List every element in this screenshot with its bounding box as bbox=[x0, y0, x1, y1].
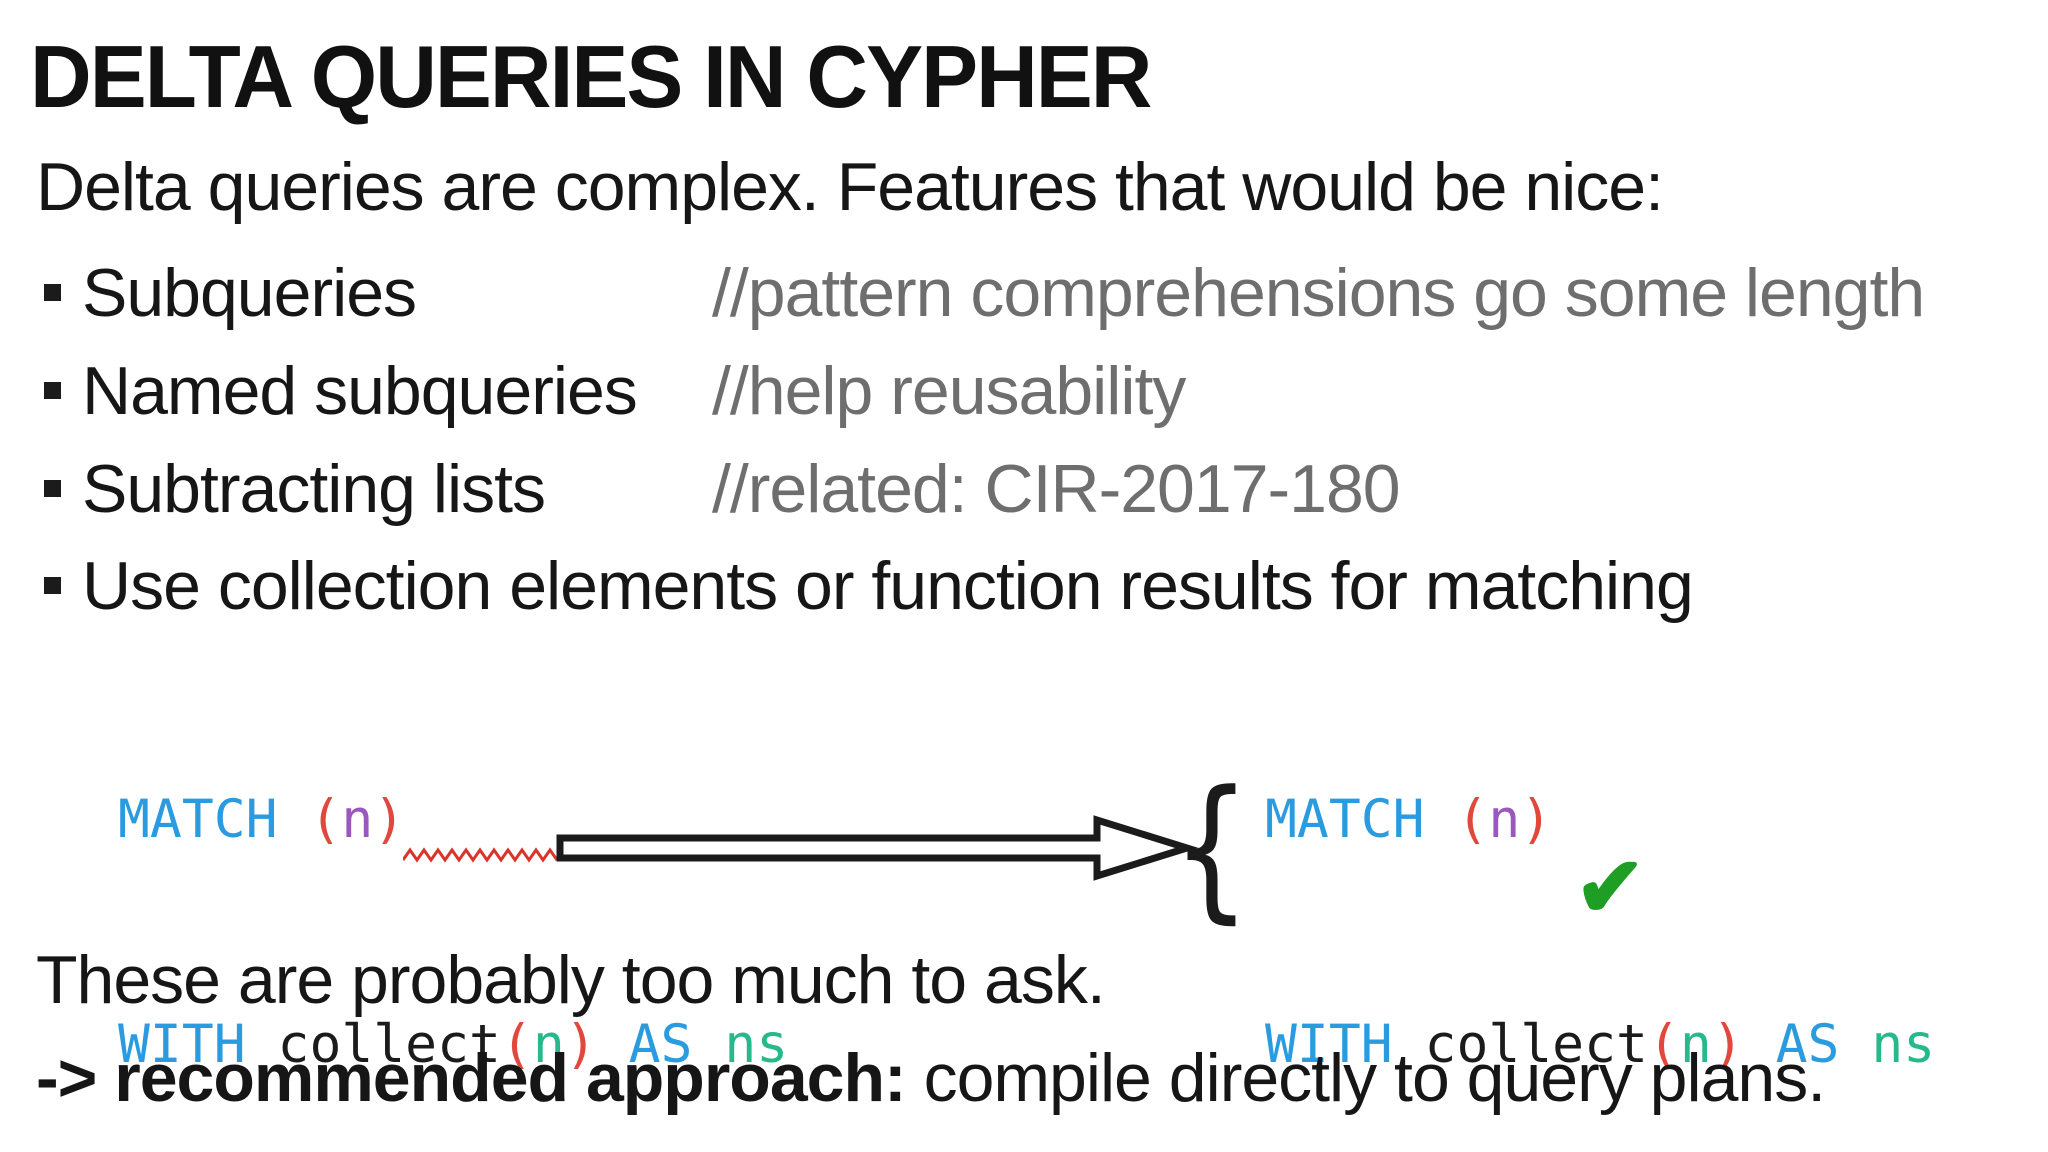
error-squiggle-underline bbox=[403, 847, 559, 863]
code-token: ( bbox=[500, 1014, 533, 1075]
bullet-label: Named subqueries bbox=[82, 353, 638, 429]
bullet-comment: //related: CIR-2017-180 bbox=[712, 451, 1401, 527]
code-block-right: MATCH (n) WITH collect(n) AS ns WITH ns[… bbox=[1265, 632, 1935, 1152]
code-token: WITH bbox=[1265, 1014, 1425, 1075]
code-token: collect bbox=[277, 1014, 501, 1075]
bullet-item-named-subqueries: Named subqueries //help reusability bbox=[0, 352, 2048, 442]
bullet-item-subtracting-lists: Subtracting lists //related: CIR-2017-18… bbox=[0, 450, 2048, 540]
bullet-comment: //help reusability bbox=[712, 353, 1186, 429]
code-token: MATCH bbox=[1265, 789, 1457, 850]
checkmark-icon: ✔ bbox=[1575, 840, 1646, 934]
code-token: ns bbox=[1839, 1014, 1936, 1075]
intro-text: Delta queries are complex. Features that… bbox=[36, 149, 1664, 225]
code-token: ) bbox=[373, 789, 406, 850]
bullet-label: Subqueries bbox=[82, 255, 417, 331]
slide-title: DELTA QUERIES IN CYPHER bbox=[30, 27, 1152, 126]
transform-arrow-icon bbox=[556, 815, 1199, 881]
code-token: n bbox=[1488, 789, 1521, 850]
bullet-marker bbox=[44, 577, 61, 594]
bullet-marker bbox=[44, 382, 61, 399]
code-token: ( bbox=[1647, 1014, 1680, 1075]
code-token: AS bbox=[628, 1014, 693, 1075]
conclusion-text: These are probably too much to ask. bbox=[36, 942, 1106, 1018]
code-token: collect bbox=[1424, 1014, 1648, 1075]
code-token: MATCH bbox=[118, 789, 310, 850]
code-token: ) bbox=[1520, 789, 1553, 850]
bullet-marker bbox=[44, 480, 61, 497]
code-token: n bbox=[1679, 1014, 1712, 1075]
code-line: WITH collect(n) AS ns bbox=[118, 1007, 788, 1082]
code-line: MATCH (n) bbox=[118, 782, 788, 857]
bullet-item-subqueries: Subqueries //pattern comprehensions go s… bbox=[0, 254, 2048, 344]
code-token: ) bbox=[1711, 1014, 1744, 1075]
recommendation-rest: compile directly to query plans. bbox=[905, 1040, 1827, 1116]
code-block-left: MATCH (n) WITH collect(n) AS ns MATCH (n… bbox=[118, 632, 788, 1152]
bullet-label: Use collection elements or function resu… bbox=[82, 548, 1694, 624]
bullet-comment: //pattern comprehensions go some length bbox=[712, 255, 1925, 331]
recommendation-text: -> recommended approach: compile directl… bbox=[36, 1039, 1827, 1117]
bullet-marker bbox=[44, 284, 61, 301]
bullet-item-collection-elements: Use collection elements or function resu… bbox=[0, 547, 2048, 637]
code-token: ( bbox=[309, 789, 342, 850]
grouping-brace: { bbox=[1172, 757, 1251, 938]
code-token: WITH bbox=[118, 1014, 278, 1075]
code-token: AS bbox=[1775, 1014, 1840, 1075]
code-line: MATCH (n) bbox=[1265, 782, 1935, 857]
code-token: ( bbox=[1456, 789, 1489, 850]
code-line: WITH collect(n) AS ns bbox=[1265, 1007, 1935, 1082]
code-token: ns bbox=[692, 1014, 789, 1075]
code-token: n bbox=[341, 789, 374, 850]
code-token: ) bbox=[564, 1014, 597, 1075]
recommendation-lead: -> recommended approach: bbox=[36, 1040, 907, 1116]
bullet-label: Subtracting lists bbox=[82, 451, 546, 527]
code-token: n bbox=[532, 1014, 565, 1075]
